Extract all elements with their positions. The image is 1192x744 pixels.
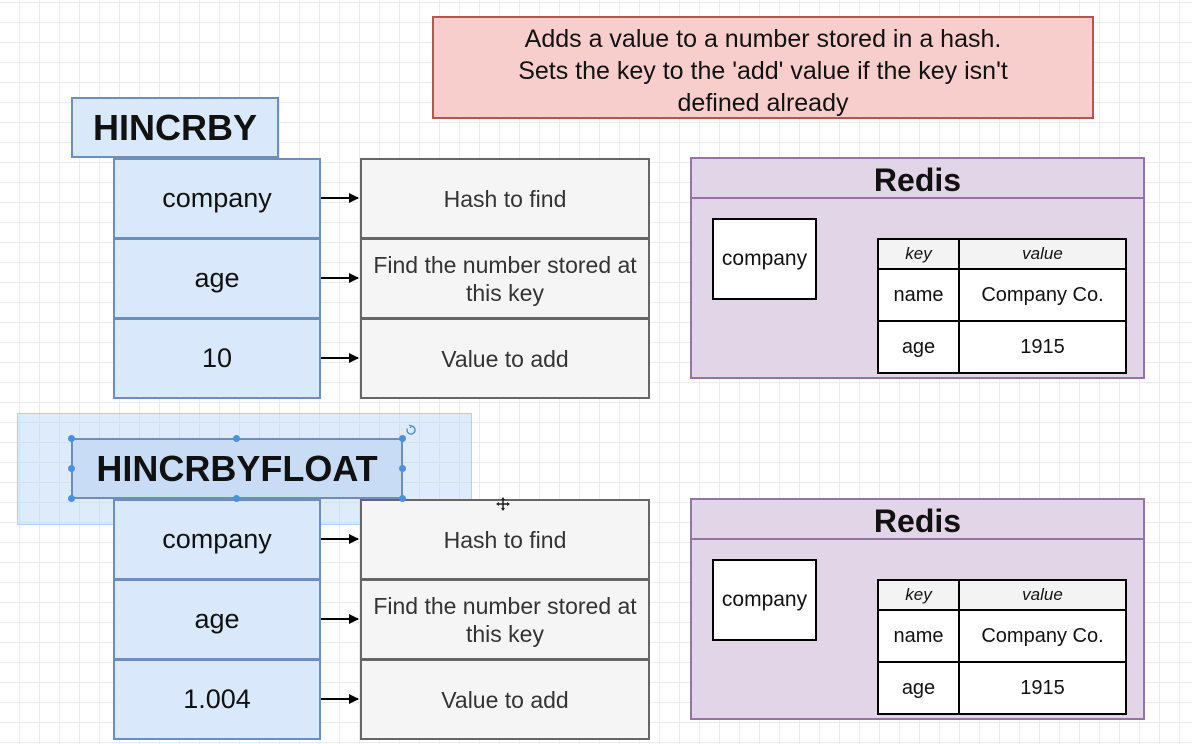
- hash-header-key: key: [877, 238, 960, 270]
- hash-header-value: value: [958, 238, 1127, 270]
- desc-field[interactable]: Find the number stored at this key: [360, 579, 650, 660]
- desc-hash[interactable]: Hash to find: [360, 158, 650, 239]
- table-row: age 1915: [877, 320, 1127, 374]
- hash-header-key: key: [877, 579, 960, 611]
- desc-increment[interactable]: Value to add: [360, 659, 650, 740]
- rotate-handle-icon[interactable]: [405, 424, 417, 436]
- arg-increment[interactable]: 1.004: [113, 659, 321, 740]
- move-cursor-icon: [496, 497, 510, 511]
- desc-increment[interactable]: Value to add: [360, 318, 650, 399]
- resize-handle[interactable]: [68, 435, 75, 442]
- redis-key[interactable]: company: [712, 218, 817, 300]
- redis-panel[interactable]: Redis company key value name Company Co.…: [690, 498, 1145, 720]
- redis-panel[interactable]: Redis company key value name Company Co.…: [690, 157, 1145, 379]
- redis-title: Redis: [692, 159, 1143, 199]
- resize-handle[interactable]: [399, 495, 406, 502]
- redis-key[interactable]: company: [712, 559, 817, 641]
- redis-title: Redis: [692, 500, 1143, 540]
- hash-table: key value name Company Co. age 1915: [877, 579, 1127, 715]
- resize-handle[interactable]: [68, 495, 75, 502]
- note-line: defined already: [677, 89, 849, 117]
- hash-header-value: value: [958, 579, 1127, 611]
- arg-field[interactable]: age: [113, 238, 321, 319]
- hash-field: name: [877, 268, 960, 322]
- arg-key-name[interactable]: company: [113, 499, 321, 580]
- table-row: age 1915: [877, 661, 1127, 715]
- hash-field: name: [877, 609, 960, 663]
- resize-handle[interactable]: [233, 495, 240, 502]
- hash-table: key value name Company Co. age 1915: [877, 238, 1127, 374]
- table-row: name Company Co.: [877, 268, 1127, 322]
- arg-increment[interactable]: 10: [113, 318, 321, 399]
- note-line: Sets the key to the 'add' value if the k…: [518, 57, 1008, 85]
- resize-handle[interactable]: [399, 435, 406, 442]
- hash-value: 1915: [958, 661, 1127, 715]
- note-line: Adds a value to a number stored in a has…: [524, 25, 1002, 53]
- hash-value: Company Co.: [958, 609, 1127, 663]
- hash-field: age: [877, 320, 960, 374]
- description-note: Adds a value to a number stored in a has…: [432, 16, 1094, 119]
- hash-value: 1915: [958, 320, 1127, 374]
- resize-handle[interactable]: [68, 465, 75, 472]
- hash-field: age: [877, 661, 960, 715]
- hash-value: Company Co.: [958, 268, 1127, 322]
- desc-field[interactable]: Find the number stored at this key: [360, 238, 650, 319]
- resize-handle[interactable]: [399, 465, 406, 472]
- command-hincrby[interactable]: HINCRBY: [71, 97, 279, 158]
- table-row: name Company Co.: [877, 609, 1127, 663]
- arg-field[interactable]: age: [113, 579, 321, 660]
- desc-hash[interactable]: Hash to find: [360, 499, 650, 580]
- resize-handle[interactable]: [233, 435, 240, 442]
